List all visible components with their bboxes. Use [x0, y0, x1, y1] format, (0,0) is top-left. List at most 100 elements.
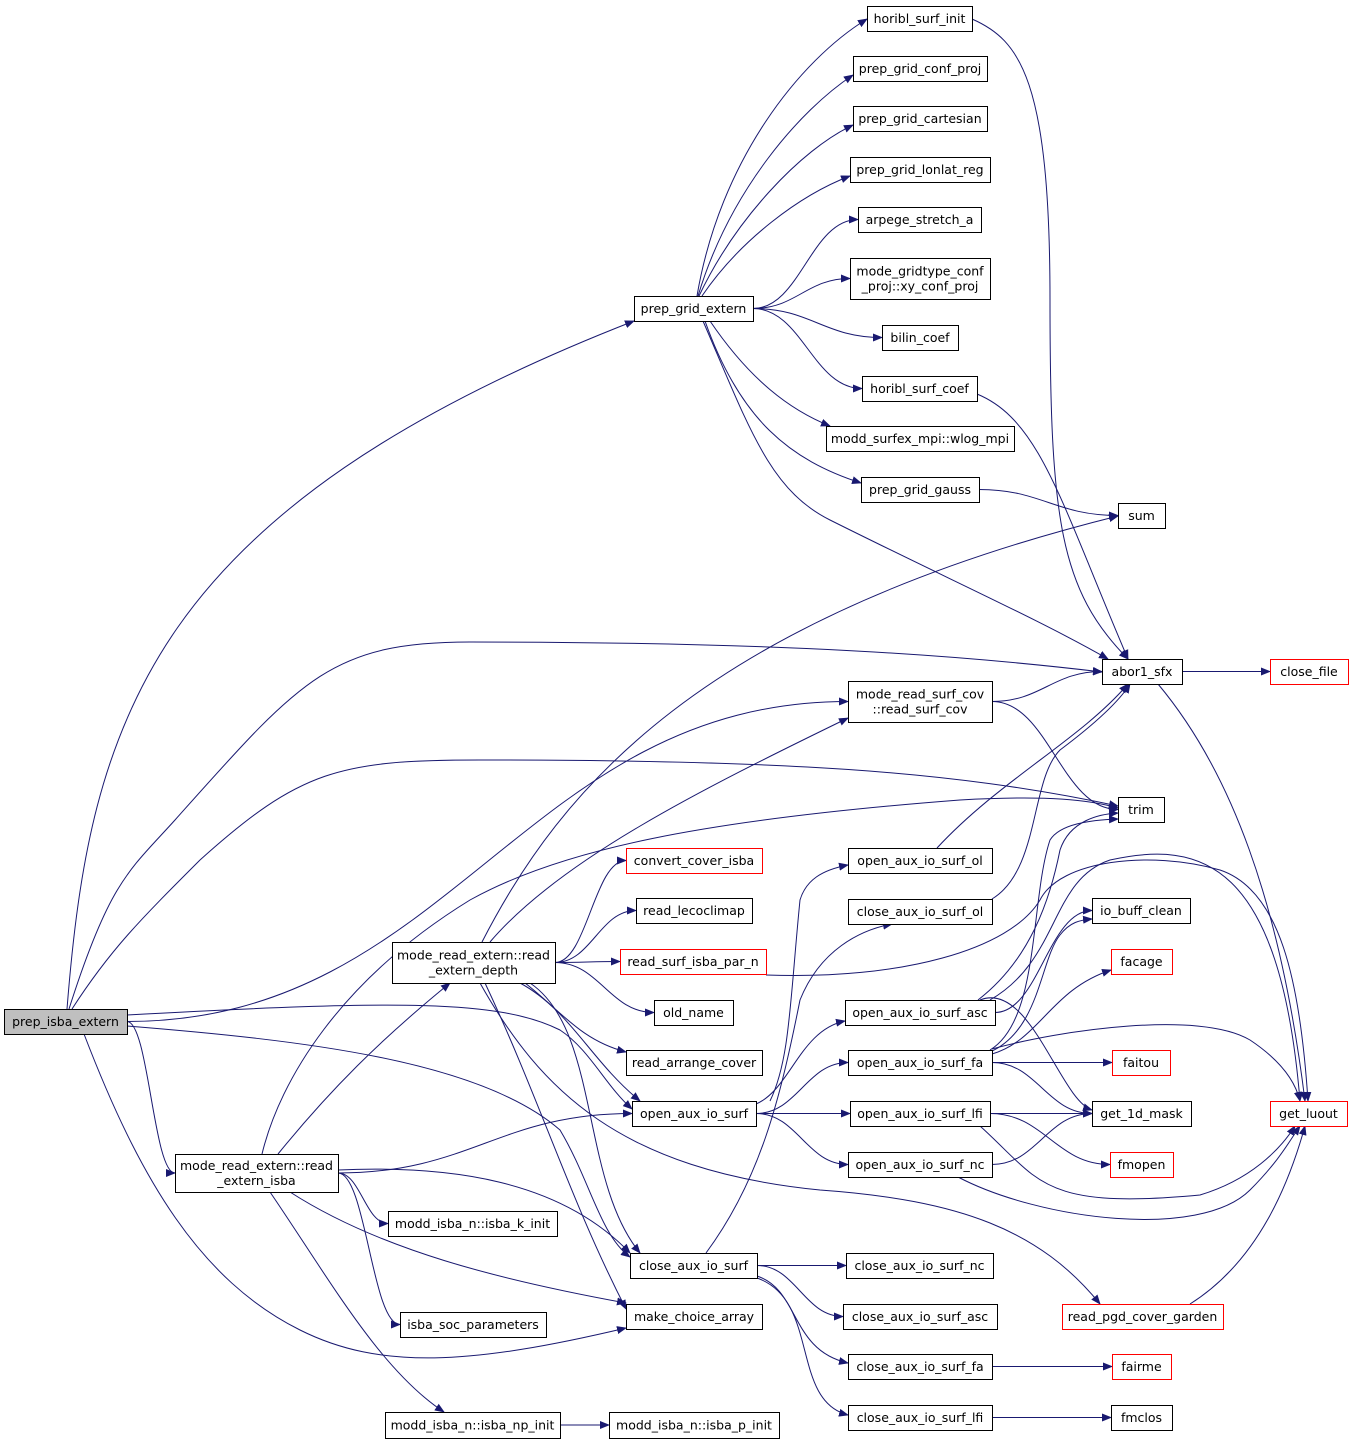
node-box-arpege_stretch_a[interactable] — [858, 207, 982, 233]
node-box-wlog_mpi[interactable] — [826, 426, 1015, 452]
node-box-prep_grid_lonlat_reg[interactable] — [850, 157, 991, 183]
node-convert_cover_isba[interactable]: convert_cover_isba — [626, 848, 763, 874]
node-open_aux_io_surf_nc[interactable]: open_aux_io_surf_nc — [848, 1152, 993, 1178]
node-isba_np_init[interactable]: modd_isba_n::isba_np_init — [385, 1412, 561, 1439]
node-horibl_surf_coef[interactable]: horibl_surf_coef — [862, 376, 978, 402]
node-box-horibl_surf_coef[interactable] — [862, 376, 978, 402]
node-box-open_aux_io_surf_nc[interactable] — [848, 1152, 993, 1178]
node-box-get_1d_mask[interactable] — [1092, 1101, 1192, 1127]
node-box-horibl_surf_init[interactable] — [867, 6, 973, 32]
node-box-make_choice_array[interactable] — [626, 1304, 763, 1330]
node-box-prep_grid_cartesian[interactable] — [853, 106, 988, 132]
node-box-isba_soc_parameters[interactable] — [400, 1312, 547, 1338]
node-box-read_surf_cov[interactable] — [848, 681, 993, 723]
node-close_aux_io_surf_ol[interactable]: close_aux_io_surf_ol — [848, 899, 993, 925]
node-read_pgd_cover_garden[interactable]: read_pgd_cover_garden — [1062, 1304, 1224, 1330]
node-close_aux_io_surf_fa[interactable]: close_aux_io_surf_fa — [848, 1354, 993, 1380]
node-box-close_aux_io_surf_fa[interactable] — [848, 1354, 993, 1380]
node-box-read_arrange_cover[interactable] — [626, 1050, 763, 1076]
node-close_aux_io_surf_nc[interactable]: close_aux_io_surf_nc — [846, 1253, 994, 1279]
node-open_aux_io_surf[interactable]: open_aux_io_surf — [632, 1101, 757, 1127]
node-box-read_extern_depth[interactable] — [392, 942, 556, 984]
node-box-bilin_coef[interactable] — [882, 325, 959, 351]
node-wlog_mpi[interactable]: modd_surfex_mpi::wlog_mpi — [826, 426, 1015, 452]
node-get_1d_mask[interactable]: get_1d_mask — [1092, 1101, 1192, 1127]
node-prep_grid_gauss[interactable]: prep_grid_gauss — [861, 477, 980, 503]
node-close_file[interactable]: close_file — [1270, 659, 1349, 685]
node-box-sum[interactable] — [1118, 503, 1166, 529]
node-box-get_luout[interactable] — [1270, 1101, 1348, 1127]
node-read_surf_cov[interactable]: mode_read_surf_cov::read_surf_cov — [848, 681, 993, 723]
node-box-open_aux_io_surf_lfi[interactable] — [850, 1101, 991, 1127]
node-box-close_aux_io_surf_ol[interactable] — [848, 899, 993, 925]
node-box-fairme[interactable] — [1112, 1354, 1172, 1380]
node-abor1_sfx[interactable]: abor1_sfx — [1102, 659, 1183, 685]
node-box-isba_np_init[interactable] — [385, 1412, 561, 1439]
node-box-old_name[interactable] — [654, 1000, 734, 1026]
node-box-open_aux_io_surf_ol[interactable] — [848, 848, 993, 874]
node-old_name[interactable]: old_name — [654, 1000, 734, 1026]
node-close_aux_io_surf_lfi[interactable]: close_aux_io_surf_lfi — [848, 1405, 993, 1431]
node-read_extern_isba[interactable]: mode_read_extern::read_extern_isba — [175, 1154, 339, 1193]
node-box-convert_cover_isba[interactable] — [626, 848, 763, 874]
node-box-read_lecoclimap[interactable] — [636, 898, 753, 924]
node-box-read_surf_isba_par_n[interactable] — [620, 949, 767, 975]
node-trim[interactable]: trim — [1118, 797, 1165, 823]
node-open_aux_io_surf_ol[interactable]: open_aux_io_surf_ol — [848, 848, 993, 874]
node-box-open_aux_io_surf_fa[interactable] — [848, 1050, 993, 1076]
node-prep_isba_extern[interactable]: prep_isba_extern — [4, 1009, 128, 1035]
node-prep_grid_lonlat_reg[interactable]: prep_grid_lonlat_reg — [850, 157, 991, 183]
node-open_aux_io_surf_fa[interactable]: open_aux_io_surf_fa — [848, 1050, 993, 1076]
node-box-prep_grid_conf_proj[interactable] — [853, 56, 988, 82]
node-fmclos[interactable]: fmclos — [1111, 1405, 1173, 1431]
node-box-faitou[interactable] — [1112, 1050, 1171, 1076]
node-facage[interactable]: facage — [1111, 949, 1173, 975]
node-make_choice_array[interactable]: make_choice_array — [626, 1304, 763, 1330]
node-io_buff_clean[interactable]: io_buff_clean — [1092, 898, 1191, 924]
node-prep_grid_cartesian[interactable]: prep_grid_cartesian — [853, 106, 988, 132]
node-fmopen[interactable]: fmopen — [1110, 1152, 1174, 1178]
node-close_aux_io_surf[interactable]: close_aux_io_surf — [630, 1253, 758, 1279]
node-box-open_aux_io_surf[interactable] — [632, 1101, 757, 1127]
node-sum[interactable]: sum — [1118, 503, 1166, 529]
node-box-close_aux_io_surf_lfi[interactable] — [848, 1405, 993, 1431]
node-box-prep_grid_extern[interactable] — [634, 296, 754, 322]
node-box-isba_p_init[interactable] — [609, 1412, 780, 1439]
node-isba_soc_parameters[interactable]: isba_soc_parameters — [400, 1312, 547, 1338]
node-box-facage[interactable] — [1111, 949, 1173, 975]
node-prep_grid_extern[interactable]: prep_grid_extern — [634, 296, 754, 322]
node-faitou[interactable]: faitou — [1112, 1050, 1171, 1076]
node-arpege_stretch_a[interactable]: arpege_stretch_a — [858, 207, 982, 233]
node-read_arrange_cover[interactable]: read_arrange_cover — [626, 1050, 763, 1076]
node-box-open_aux_io_surf_asc[interactable] — [845, 1000, 996, 1026]
node-box-close_aux_io_surf_nc[interactable] — [846, 1253, 994, 1279]
node-box-read_extern_isba[interactable] — [175, 1154, 339, 1193]
node-open_aux_io_surf_asc[interactable]: open_aux_io_surf_asc — [845, 1000, 996, 1026]
node-horibl_surf_init[interactable]: horibl_surf_init — [867, 6, 973, 32]
node-box-fmclos[interactable] — [1111, 1405, 1173, 1431]
node-box-prep_grid_gauss[interactable] — [861, 477, 980, 503]
node-box-fmopen[interactable] — [1110, 1152, 1174, 1178]
node-close_aux_io_surf_asc[interactable]: close_aux_io_surf_asc — [843, 1304, 998, 1330]
node-box-close_aux_io_surf[interactable] — [630, 1253, 758, 1279]
node-xy_conf_proj[interactable]: mode_gridtype_conf_proj::xy_conf_proj — [850, 258, 991, 300]
node-box-abor1_sfx[interactable] — [1102, 659, 1183, 685]
node-box-trim[interactable] — [1118, 797, 1165, 823]
node-box-prep_isba_extern[interactable] — [4, 1009, 128, 1035]
node-isba_k_init[interactable]: modd_isba_n::isba_k_init — [388, 1211, 558, 1237]
node-box-close_file[interactable] — [1270, 659, 1349, 685]
node-box-xy_conf_proj[interactable] — [850, 258, 991, 300]
node-read_lecoclimap[interactable]: read_lecoclimap — [636, 898, 753, 924]
node-read_surf_isba_par_n[interactable]: read_surf_isba_par_n — [620, 949, 767, 975]
node-box-io_buff_clean[interactable] — [1092, 898, 1191, 924]
node-prep_grid_conf_proj[interactable]: prep_grid_conf_proj — [853, 56, 988, 82]
node-open_aux_io_surf_lfi[interactable]: open_aux_io_surf_lfi — [850, 1101, 991, 1127]
node-bilin_coef[interactable]: bilin_coef — [882, 325, 959, 351]
node-isba_p_init[interactable]: modd_isba_n::isba_p_init — [609, 1412, 780, 1439]
node-box-isba_k_init[interactable] — [388, 1211, 558, 1237]
node-box-close_aux_io_surf_asc[interactable] — [843, 1304, 998, 1330]
node-box-read_pgd_cover_garden[interactable] — [1062, 1304, 1224, 1330]
node-read_extern_depth[interactable]: mode_read_extern::read_extern_depth — [392, 942, 556, 984]
node-fairme[interactable]: fairme — [1112, 1354, 1172, 1380]
node-get_luout[interactable]: get_luout — [1270, 1101, 1348, 1127]
